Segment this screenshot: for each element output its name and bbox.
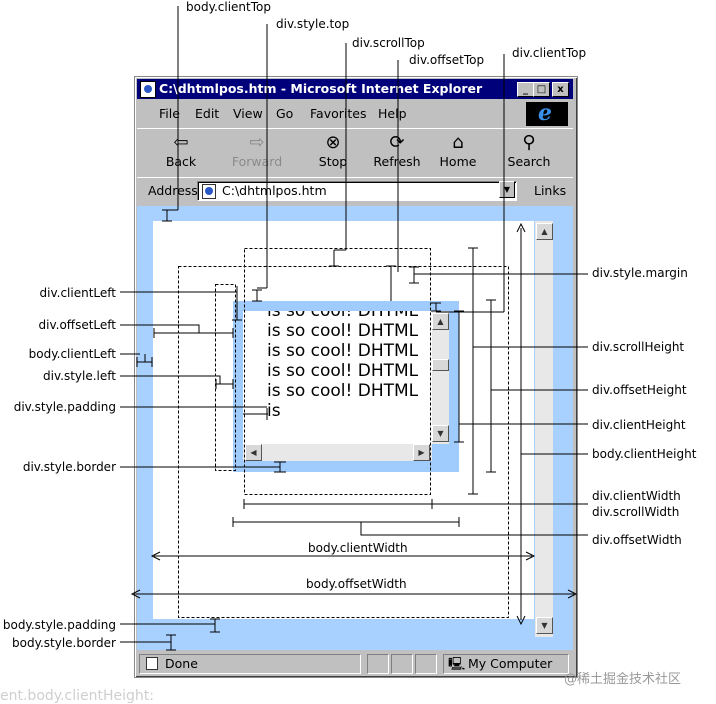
label-div-client-top: div.clientTop (512, 46, 587, 60)
search-button[interactable]: ⚲ Search (501, 131, 557, 175)
refresh-icon: ⟳ (389, 132, 405, 153)
div-vertical-scrollbar[interactable]: ▲ ▼ (432, 311, 449, 444)
menu-favorites[interactable]: Favorites (310, 106, 367, 121)
page-status-icon (146, 657, 158, 670)
forward-arrow-icon: ⇨ (249, 132, 265, 153)
body-vertical-scrollbar[interactable]: ▲ ▼ (535, 221, 553, 637)
scroll-up-button[interactable]: ▲ (536, 223, 553, 240)
stop-icon: ⊗ (325, 132, 341, 153)
status-bar: Done 🖳 My Computer (137, 652, 573, 674)
padding-left-box (215, 284, 236, 471)
address-label: Address (148, 183, 198, 198)
menu-bar: File Edit View Go Favorites Help e (137, 100, 573, 127)
footer-fragment: ent.body.clientHeight: (0, 688, 154, 704)
label-div-scroll-width: div.scrollWidth (592, 505, 680, 519)
ie-document-icon (140, 81, 156, 98)
address-input[interactable]: C:\dhtmlpos.htm (197, 181, 517, 201)
label-div-scroll-height: div.scrollHeight (592, 340, 685, 354)
label-div-client-left: div.clientLeft (39, 286, 116, 300)
menu-edit[interactable]: Edit (195, 106, 220, 121)
label-body-client-top: body.clientTop (186, 0, 271, 14)
menu-help[interactable]: Help (378, 106, 407, 121)
ie-logo: e (526, 100, 568, 126)
zone-text: My Computer (468, 656, 553, 671)
label-body-client-width: body.clientWidth (308, 541, 408, 555)
label-div-client-height: div.clientHeight (592, 418, 686, 432)
div-text: is so cool! DHTML is so cool! DHTML is s… (267, 311, 419, 421)
page-icon (202, 184, 216, 199)
label-div-offset-height: div.offsetHeight (592, 383, 687, 397)
menu-view[interactable]: View (233, 106, 263, 121)
label-body-style-padding: body.style.padding (2, 618, 116, 632)
refresh-button[interactable]: ⟳ Refresh (369, 131, 425, 175)
status-cell (415, 654, 437, 674)
label-body-client-left: body.clientLeft (28, 347, 116, 361)
search-icon: ⚲ (522, 132, 536, 153)
label-div-offset-top: div.offsetTop (409, 53, 485, 67)
home-icon: ⌂ (452, 132, 464, 153)
back-arrow-icon: ⇦ (173, 132, 189, 153)
scroll-content-box (244, 248, 431, 495)
label-div-scroll-top: div.scrollTop (352, 36, 425, 50)
div-content: is so cool! DHTML is so cool! DHTML is s… (243, 311, 433, 444)
stop-button[interactable]: ⊗ Stop (305, 131, 361, 175)
status-cell (391, 654, 413, 674)
label-div-style-border: div.style.border (22, 460, 116, 474)
zone-cell: 🖳 My Computer (443, 654, 569, 674)
div-horizontal-scrollbar[interactable]: ◀ ▶ (243, 444, 432, 461)
toolbar: ⇦ Back ⇨ Forward ⊗ Stop ⟳ Refresh ⌂ Home… (137, 128, 573, 178)
home-button[interactable]: ⌂ Home (430, 131, 486, 175)
close-button[interactable]: x (552, 82, 569, 97)
label-div-offset-left: div.offsetLeft (38, 318, 116, 332)
back-button[interactable]: ⇦ Back (153, 131, 209, 175)
margin-box (178, 266, 509, 618)
div-scroll-up-button[interactable]: ▲ (432, 313, 449, 330)
div-scroll-right-button[interactable]: ▶ (413, 444, 430, 461)
computer-icon: 🖳 (448, 657, 466, 672)
label-div-client-width: div.clientWidth (592, 489, 681, 503)
address-bar: Address C:\dhtmlpos.htm ▼ Links (137, 177, 573, 204)
window-title: C:\dhtmlpos.htm - Microsoft Internet Exp… (159, 81, 483, 96)
menu-go[interactable]: Go (276, 106, 294, 121)
label-body-offset-width: body.offsetWidth (306, 577, 407, 591)
maximize-button[interactable]: □ (533, 82, 550, 97)
label-div-style-margin: div.style.margin (592, 266, 688, 280)
status-text-cell: Done (139, 654, 361, 674)
label-body-style-border: body.style.border (12, 636, 116, 650)
links-button[interactable]: Links (534, 183, 567, 198)
label-div-style-left: div.style.left (43, 369, 116, 383)
label-div-style-top: div.style.top (276, 17, 350, 31)
label-div-offset-width: div.offsetWidth (592, 533, 682, 547)
label-body-client-height: body.clientHeight (592, 447, 697, 461)
label-div-style-padding: div.style.padding (13, 400, 116, 414)
div-scroll-down-button[interactable]: ▼ (432, 425, 449, 442)
scroll-down-button[interactable]: ▼ (536, 617, 553, 634)
status-cell (367, 654, 389, 674)
menu-file[interactable]: File (159, 106, 180, 121)
title-bar: C:\dhtmlpos.htm - Microsoft Internet Exp… (137, 79, 573, 99)
forward-button[interactable]: ⇨ Forward (229, 131, 285, 175)
div-scroll-thumb[interactable] (432, 359, 449, 371)
div-scroll-left-button[interactable]: ◀ (245, 444, 262, 461)
status-text: Done (165, 656, 198, 671)
address-dropdown-button[interactable]: ▼ (499, 181, 515, 198)
watermark: @稀土掘金技术社区 (564, 672, 682, 687)
